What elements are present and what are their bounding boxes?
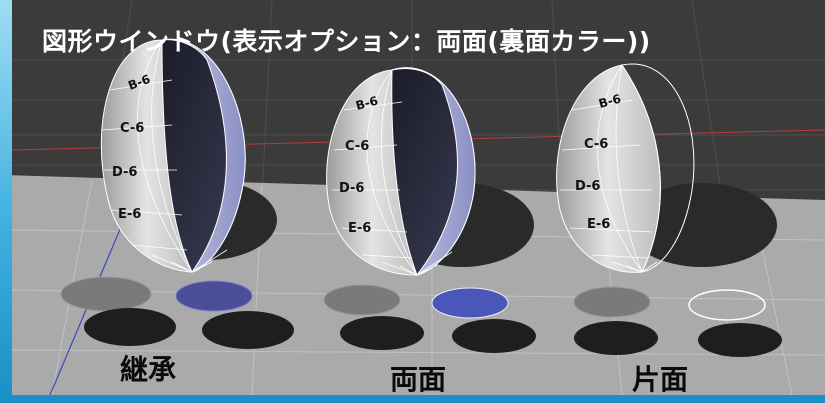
shell-interior-see-through — [621, 63, 695, 273]
scene-canvas: B-6 C-6 D-6 E-6 — [12, 0, 825, 395]
shape-both[interactable]: B-6 C-6 D-6 E-6 — [326, 67, 534, 276]
cell-label-d6: D-6 — [112, 165, 137, 180]
swatch-front — [323, 284, 401, 316]
swatch-front — [60, 276, 152, 312]
mesh-lines — [332, 69, 453, 276]
3d-viewport[interactable]: B-6 C-6 D-6 E-6 — [12, 0, 825, 395]
mode-label-inherit: 継承 — [120, 353, 177, 386]
shape-single[interactable]: B-6 C-6 D-6 E-6 — [556, 63, 777, 273]
cell-label-d6: D-6 — [575, 179, 600, 194]
swatch-back — [688, 289, 766, 321]
swatch-front — [573, 286, 651, 318]
swatch-back — [175, 280, 253, 312]
cell-label-c6: C-6 — [584, 137, 608, 152]
swatch-back — [431, 287, 509, 319]
cell-label-c6: C-6 — [345, 139, 369, 154]
swatches-single — [573, 286, 782, 357]
swatch-shadow-right — [698, 323, 782, 357]
swatch-shadow-left — [574, 321, 658, 355]
swatches-both — [323, 284, 536, 353]
mesh-lines — [560, 64, 658, 273]
swatch-shadow-left — [84, 308, 176, 346]
shape-inherit[interactable]: B-6 C-6 D-6 E-6 — [100, 38, 277, 273]
mode-label-both: 両面 — [390, 363, 447, 395]
window-title: 図形ウインドウ(表示オプション：両面(裏面カラー)) — [42, 27, 651, 56]
cell-label-c6: C-6 — [120, 121, 144, 136]
mesh-lines — [101, 39, 228, 273]
floor-shadow — [627, 183, 777, 267]
cell-label-e6: E-6 — [118, 207, 141, 222]
swatch-shadow-right — [452, 319, 536, 353]
cell-label-b6: B-6 — [354, 94, 379, 113]
cell-label-d6: D-6 — [339, 181, 364, 196]
cell-label-e6: E-6 — [348, 221, 371, 236]
mode-label-single: 片面 — [632, 363, 689, 395]
swatches-inherit — [60, 276, 294, 349]
swatch-shadow-right — [202, 311, 294, 349]
swatch-shadow-left — [340, 316, 424, 350]
cell-label-b6: B-6 — [597, 92, 622, 111]
cell-label-e6: E-6 — [587, 217, 610, 232]
